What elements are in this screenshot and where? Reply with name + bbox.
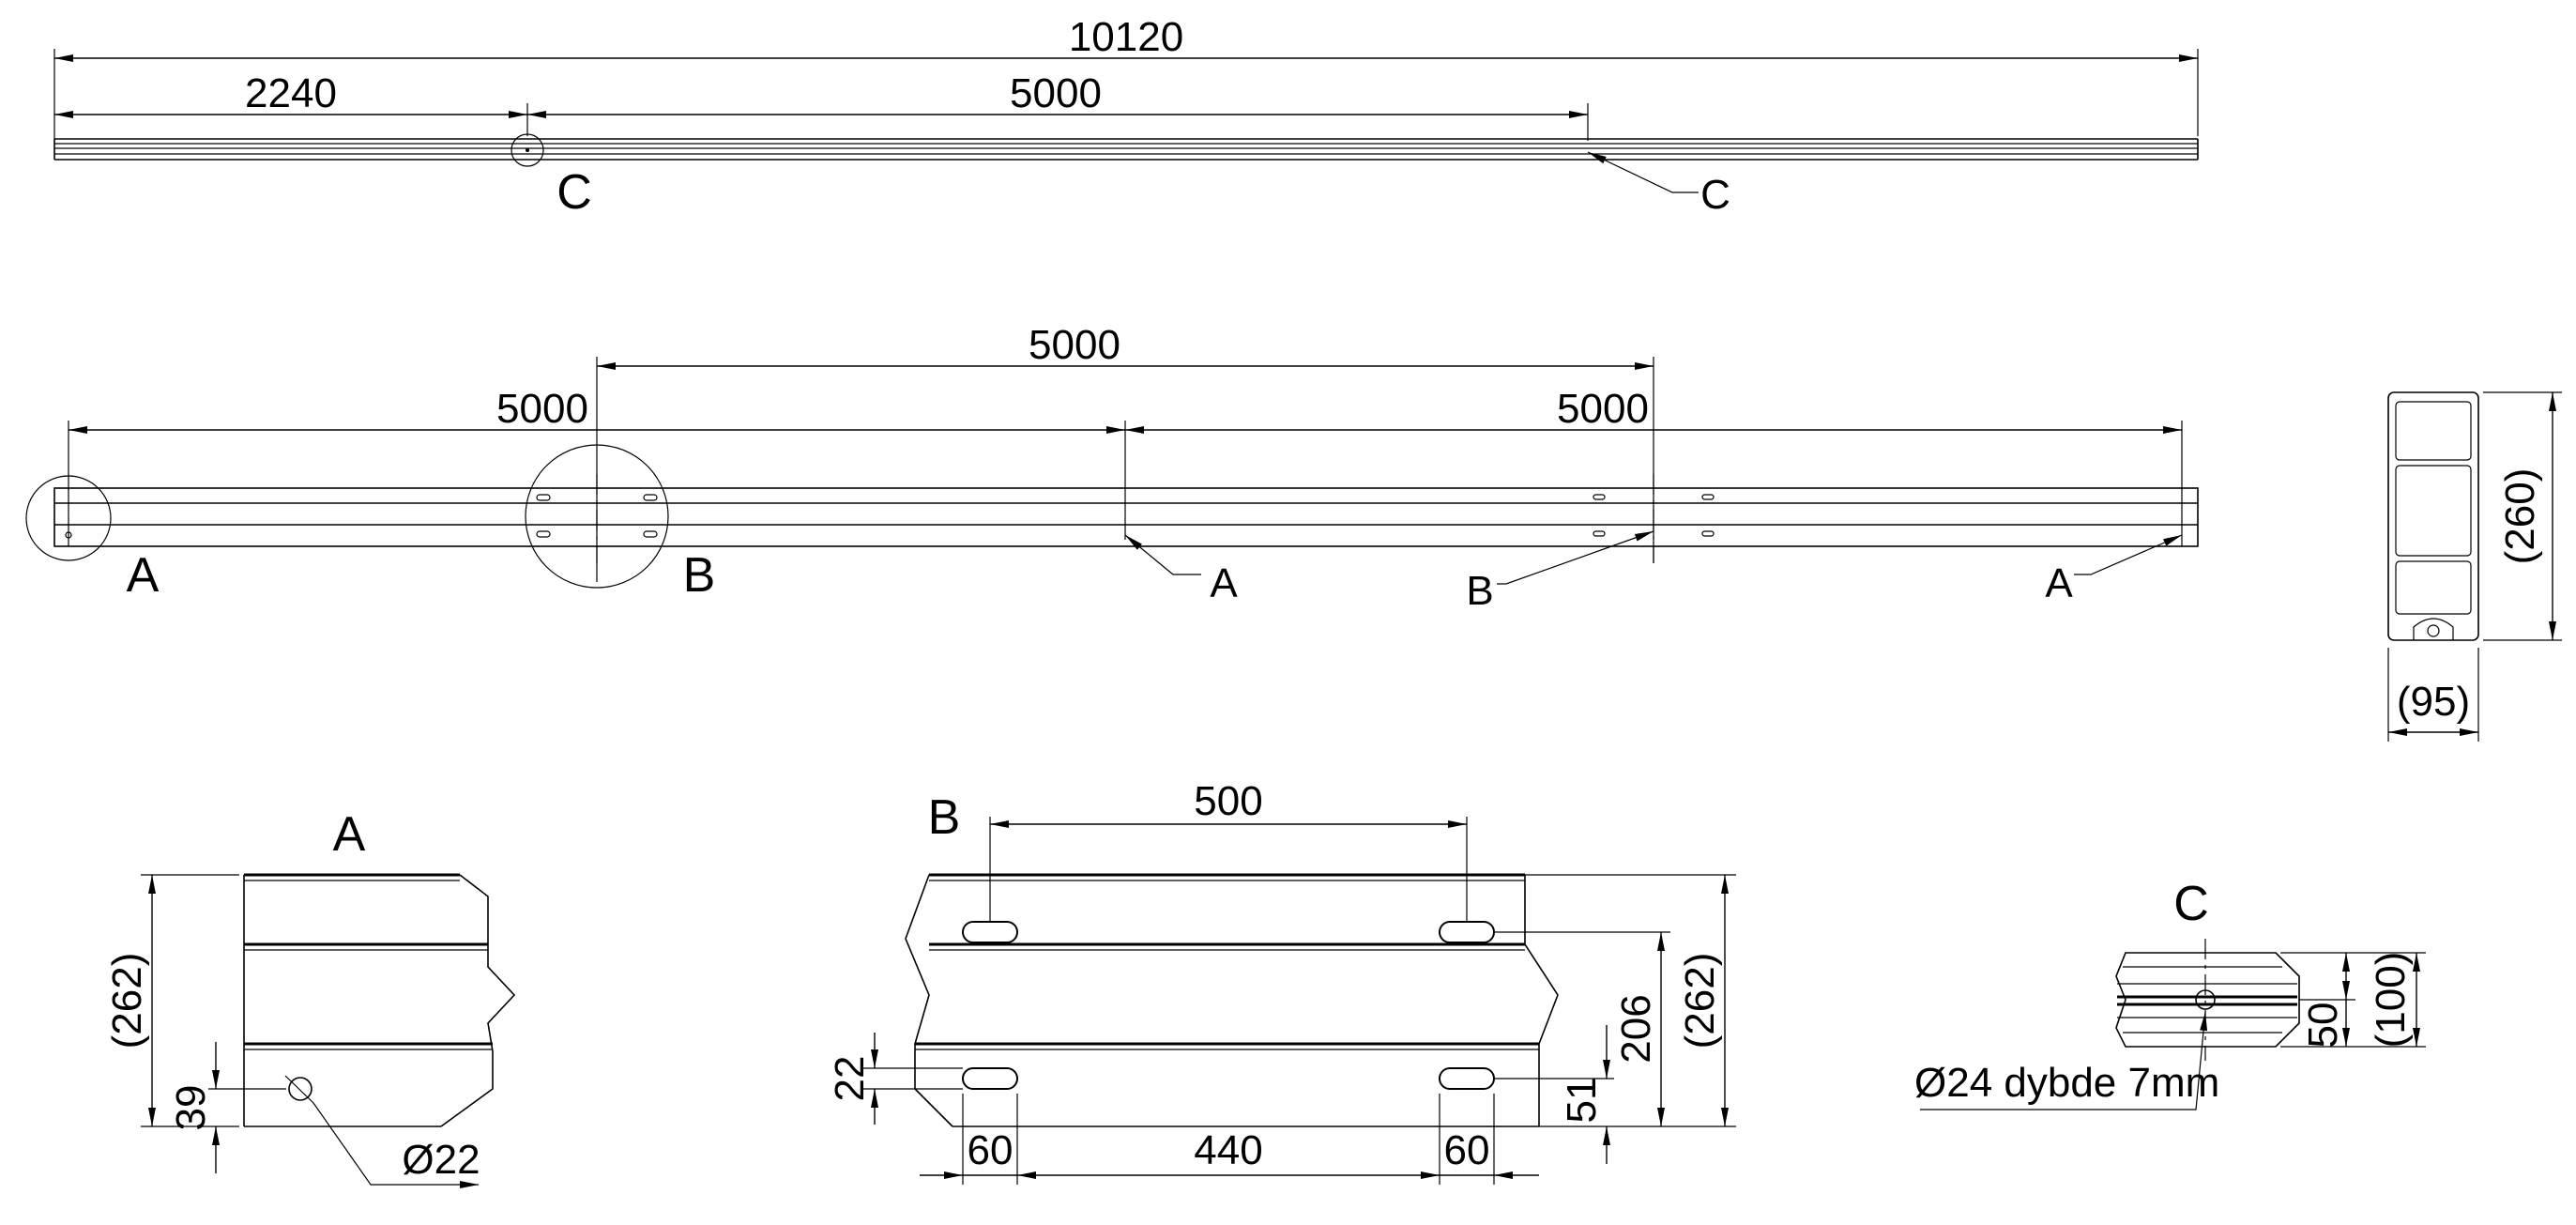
dim-slot-rows-label: 206 bbox=[1613, 994, 1659, 1063]
leader-c bbox=[1587, 151, 1699, 193]
detail-b-marker-circle bbox=[525, 444, 669, 589]
dim-center-label: 50 bbox=[2300, 1003, 2346, 1049]
leader-b bbox=[1497, 530, 1654, 585]
slot bbox=[1593, 494, 1606, 500]
slot bbox=[643, 494, 658, 501]
dim-height-label: (262) bbox=[1677, 953, 1723, 1049]
hole-mark bbox=[65, 531, 72, 539]
dim-slot-height-label: 22 bbox=[827, 1056, 873, 1102]
profile-chamber bbox=[2395, 465, 2472, 557]
dim-upper-label: 5000 bbox=[1029, 322, 1120, 368]
hole-mark bbox=[526, 148, 529, 152]
label-b-leader: B bbox=[1466, 568, 1493, 614]
profile-bolt-slot bbox=[2427, 624, 2440, 637]
label-c-circle: C bbox=[556, 165, 592, 220]
leader-hole-dia bbox=[284, 1075, 479, 1188]
side-view: 5000 5000 5000 A B A B bbox=[25, 322, 2199, 614]
profile-outline bbox=[2387, 391, 2479, 641]
end-hole bbox=[288, 1077, 312, 1101]
slot-top-left bbox=[962, 921, 1018, 943]
dim-slot-offset-label: 51 bbox=[1559, 1078, 1605, 1124]
dim-top-spacing-label: 500 bbox=[1194, 778, 1262, 824]
detail-c: C 50 (100) Ø24 dybde 7mm bbox=[1914, 877, 2426, 1110]
profile-chamber bbox=[2395, 560, 2472, 615]
detail-a: A (262) 39 Ø22 bbox=[104, 807, 516, 1188]
profile-channel bbox=[2413, 618, 2454, 640]
detail-c-title: C bbox=[2173, 877, 2209, 931]
slot-bottom-left bbox=[962, 1067, 1018, 1090]
detail-c-marker-circle bbox=[511, 133, 544, 167]
label-a-leader-1: A bbox=[1210, 560, 1238, 606]
dim-width-label: (95) bbox=[2397, 679, 2470, 725]
dim-height-label: (260) bbox=[2497, 468, 2543, 565]
break-line-left bbox=[905, 874, 953, 1127]
slot bbox=[1701, 494, 1715, 500]
detail-a-marker-circle bbox=[25, 475, 112, 561]
dim-slot-spacing-label: 440 bbox=[1194, 1127, 1262, 1173]
dim-right-label: 5000 bbox=[1557, 386, 1649, 432]
slot bbox=[1593, 530, 1606, 537]
label-b-circle: B bbox=[683, 548, 716, 603]
break-line-right bbox=[1524, 875, 1559, 1126]
rail-body bbox=[53, 487, 2199, 547]
slot bbox=[643, 530, 658, 538]
top-view: 10120 2240 5000 C C bbox=[53, 14, 2199, 220]
leader-a-2 bbox=[2074, 534, 2183, 575]
dim-slot-left-label: 60 bbox=[968, 1127, 1014, 1173]
leader-a-1 bbox=[1124, 534, 1201, 575]
profile-body bbox=[2115, 952, 2300, 1048]
slot-bottom-right bbox=[1439, 1067, 1495, 1090]
dim-left-label: 5000 bbox=[496, 386, 588, 432]
detail-b-title: B bbox=[928, 790, 961, 845]
slot-top-right bbox=[1439, 921, 1495, 943]
dim-mid-label: 5000 bbox=[1010, 70, 1102, 116]
dim-left-label: 2240 bbox=[245, 70, 337, 116]
label-a-leader-2: A bbox=[2045, 560, 2073, 606]
label-c-leader: C bbox=[1700, 172, 1730, 218]
leader-hole-note bbox=[1920, 1011, 2208, 1110]
section-view: (260) (95) bbox=[2387, 391, 2562, 742]
dim-hole-offset-label: 39 bbox=[168, 1085, 214, 1131]
dim-hole-dia-label: Ø22 bbox=[402, 1137, 480, 1183]
slot bbox=[536, 494, 551, 501]
label-a-circle: A bbox=[127, 548, 160, 603]
detail-a-title: A bbox=[333, 807, 366, 862]
break-line bbox=[440, 874, 516, 1127]
dim-total-label: 10120 bbox=[1069, 14, 1183, 60]
slot bbox=[1701, 530, 1715, 537]
dim-height-label: (100) bbox=[2368, 952, 2414, 1049]
hole-note-label: Ø24 dybde 7mm bbox=[1914, 1060, 2219, 1106]
dim-slot-right-label: 60 bbox=[1444, 1127, 1490, 1173]
detail-b: B 500 22 60 440 bbox=[827, 778, 1736, 1185]
dim-height-label: (262) bbox=[104, 953, 150, 1049]
slot bbox=[536, 530, 551, 538]
profile-chamber bbox=[2395, 401, 2472, 461]
